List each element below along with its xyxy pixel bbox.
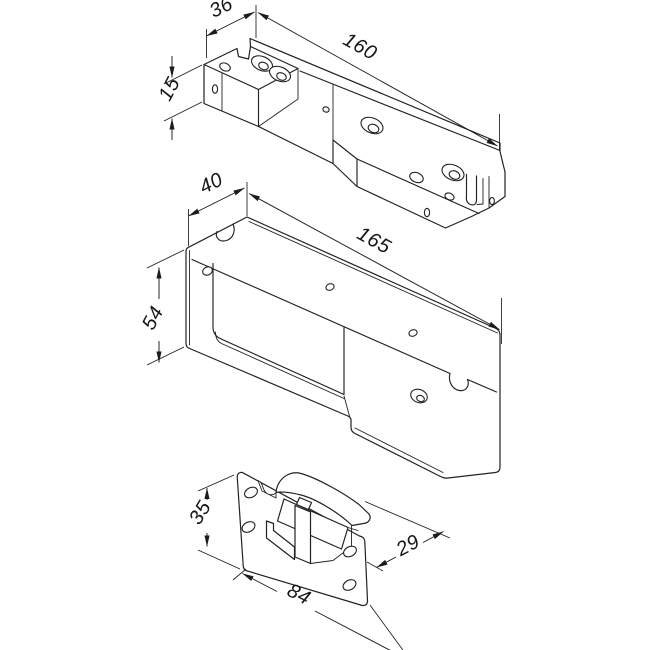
pivot-notch-left (215, 223, 235, 242)
mount-hole (343, 545, 357, 558)
keeper-plate-part (236, 471, 371, 607)
countersunk-hole-inner (448, 170, 461, 180)
latch-left-arm (265, 520, 296, 561)
end-slot-bottom-edge (476, 203, 484, 205)
extension-line (369, 604, 404, 650)
dimension-line-40 (188, 187, 245, 217)
extension-line (366, 561, 384, 572)
latch-hump (275, 472, 371, 527)
mount-hole (241, 521, 256, 533)
extension-line (146, 346, 185, 366)
dimension-label-40: 40 (196, 169, 227, 199)
dimension-label-160: 160 (339, 29, 380, 65)
latch-tongue (294, 504, 312, 565)
pilot-hole (219, 62, 231, 72)
dimension-line-84 (242, 573, 278, 592)
dimension-line-165 (248, 193, 500, 330)
pivot-notch-right (448, 372, 469, 392)
dimension-line-29 (376, 556, 397, 568)
dimension-line-36 (206, 11, 255, 37)
top-bracket-part (203, 37, 506, 229)
dimension-line-84 (314, 610, 391, 650)
pilot-hole (409, 171, 424, 184)
extension-line (232, 568, 247, 581)
latch-lug (295, 496, 313, 511)
pilot-hole (408, 329, 418, 337)
extension-line (197, 549, 241, 570)
dimension-line-160 (257, 12, 498, 147)
mount-hole (342, 579, 357, 591)
dimension-label-54: 54 (138, 303, 168, 334)
extension-line (146, 249, 185, 269)
extension-line (163, 64, 203, 85)
cover-outline (185, 216, 501, 479)
dimension-label-35: 35 (185, 497, 216, 529)
top-bracket-outline (203, 37, 506, 229)
cover-part (185, 216, 501, 479)
dimension-label-29: 29 (392, 531, 424, 562)
mount-hole (244, 486, 258, 499)
extension-line (163, 101, 203, 122)
dimension-label-36: 36 (206, 0, 237, 23)
cutout-thickness-line (215, 331, 345, 399)
side-hole (211, 84, 219, 94)
side-hole (489, 196, 495, 206)
step-line (343, 395, 351, 419)
extension-line (197, 474, 235, 492)
side-hole (423, 207, 431, 218)
bottom-fold-line (354, 427, 444, 473)
mount-hole (202, 266, 213, 276)
front-face-fold-line (466, 378, 498, 393)
dimension-label-15: 15 (155, 73, 186, 104)
dimension-line-29 (422, 531, 444, 543)
countersunk-hole-inner (416, 394, 425, 403)
